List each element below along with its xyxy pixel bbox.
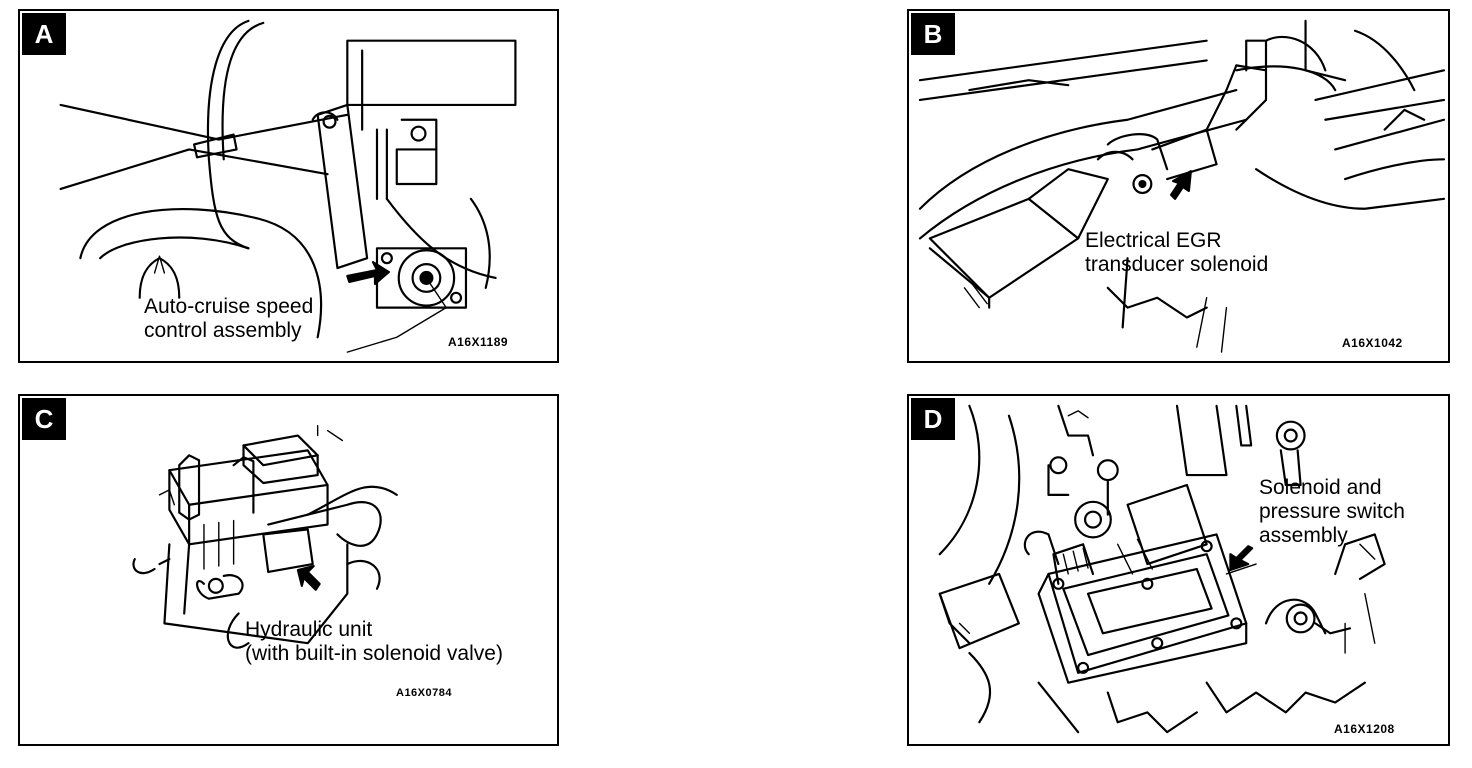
panel-b-tag: B <box>911 13 955 55</box>
hydraulic-unit-label: Hydraulic unit (with built-in solenoid v… <box>245 618 503 666</box>
panel-a-figure-code: A16X1189 <box>448 335 509 349</box>
auto-cruise-label: Auto-cruise speed control assembly <box>144 295 313 343</box>
egr-solenoid-illustration <box>918 19 1446 353</box>
panel-d-tag: D <box>911 398 955 440</box>
panel-a-tag: A <box>22 13 66 55</box>
panel-d: D <box>907 394 1450 746</box>
solenoid-pressure-switch-illustration <box>938 404 1386 734</box>
egr-solenoid-label: Electrical EGR transducer solenoid <box>1085 229 1268 277</box>
panel-c-figure-code: A16X0784 <box>396 687 452 699</box>
panel-b: B Electrical EGR transducer solen <box>907 9 1450 363</box>
egr-solenoid-label-line-2: transducer solenoid <box>1085 253 1269 276</box>
solenoid-assembly-label-line-2: pressure switch <box>1259 500 1405 523</box>
egr-solenoid-label-line-1: Electrical EGR <box>1085 229 1222 252</box>
panel-c: C Hydraulic unit (with built-in solenoid… <box>18 394 559 746</box>
panel-a: A Auto-cruise speed control assembly A <box>18 9 559 363</box>
auto-cruise-label-line-2: control assembly <box>144 319 302 342</box>
auto-cruise-illustration <box>59 19 517 353</box>
solenoid-assembly-label-line-3: assembly <box>1259 524 1348 547</box>
panel-b-figure-code: A16X1042 <box>1342 336 1403 350</box>
solenoid-assembly-label: Solenoid and pressure switch assembly <box>1259 476 1405 548</box>
solenoid-assembly-label-line-1: Solenoid and <box>1259 476 1382 499</box>
auto-cruise-label-line-1: Auto-cruise speed <box>144 295 314 318</box>
hydraulic-unit-illustration <box>132 424 398 649</box>
panel-d-figure-code: A16X1208 <box>1334 722 1395 736</box>
hydraulic-unit-label-line-2: (with built-in solenoid valve) <box>245 642 503 665</box>
panel-c-tag: C <box>22 398 66 440</box>
hydraulic-unit-label-line-1: Hydraulic unit <box>245 618 373 641</box>
